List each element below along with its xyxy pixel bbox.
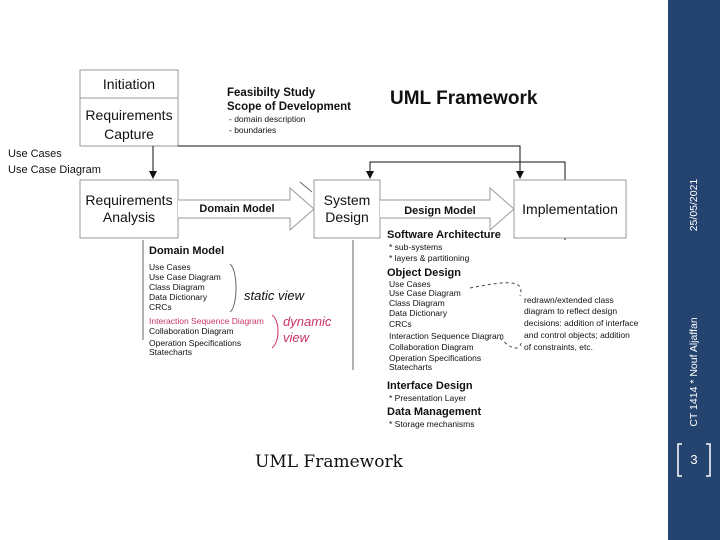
software-architecture-heading: Software Architecture xyxy=(387,229,501,241)
dynamic-view-label-1: dynamic xyxy=(283,314,332,329)
domain-model-item: Interaction Sequence Diagram xyxy=(149,316,264,326)
object-design-item: Collaboration Diagram xyxy=(389,342,474,352)
redrawn-note-line: of constraints, etc. xyxy=(524,342,593,352)
redrawn-note-line: redrawn/extended class xyxy=(524,295,614,305)
design-model-arrow-label: Design Model xyxy=(404,205,476,217)
data-management-item: * Storage mechanisms xyxy=(389,419,475,429)
note-connector-top xyxy=(469,282,522,297)
page-number: 3 xyxy=(690,452,698,467)
requirements-analysis-label-1: Requirements xyxy=(85,192,172,208)
design-model-arrow xyxy=(380,186,515,232)
object-design-item: CRCs xyxy=(389,319,412,329)
object-design-item: Use Cases xyxy=(389,279,431,289)
static-view-label: static view xyxy=(244,288,306,303)
sidebar xyxy=(668,0,720,540)
feasibility-title: Feasibilty Study xyxy=(227,87,316,99)
date-label: 25/05/2021 xyxy=(688,178,700,232)
domain-model-heading: Domain Model xyxy=(149,245,224,257)
dynamic-view-brace xyxy=(271,314,279,349)
object-design-item: Data Dictionary xyxy=(389,308,448,318)
software-architecture-item: * sub-systems xyxy=(389,242,442,252)
implementation-box xyxy=(513,179,627,239)
data-management-heading: Data Management xyxy=(387,406,481,418)
requirements-capture-box xyxy=(79,97,179,147)
interface-design-heading: Interface Design xyxy=(387,380,473,392)
feasibility-item: - domain description xyxy=(229,114,306,124)
domain-model-item: Data Dictionary xyxy=(149,292,208,302)
redrawn-note-line: diagram to reflect design xyxy=(524,306,617,316)
note-connector-bottom xyxy=(499,337,523,349)
object-design-item: Statecharts xyxy=(389,362,432,372)
initiation-label: Initiation xyxy=(103,76,155,92)
domain-model-item: CRCs xyxy=(149,302,172,312)
feasibility-item: - boundaries xyxy=(229,125,276,135)
use-case-diagram-label: Use Case Diagram xyxy=(8,164,101,176)
requirements-capture-label-2: Capture xyxy=(104,126,154,142)
redrawn-note-line: decisions: addition of interface xyxy=(524,318,639,328)
object-design-item: Operation Specifications xyxy=(389,353,481,363)
domain-model-arrow xyxy=(178,186,315,232)
domain-model-item: Use Cases xyxy=(149,262,191,272)
domain-model-item: Operation Specifications xyxy=(149,338,241,348)
system-design-label-2: Design xyxy=(325,209,369,225)
domain-model-item: Collaboration Diagram xyxy=(149,326,234,336)
object-design-item: Use Case Diagram xyxy=(389,288,461,298)
diagram-title: UML Framework xyxy=(390,88,538,109)
scope-title: Scope of Development xyxy=(227,101,351,113)
dynamic-view-label-2: view xyxy=(283,330,311,345)
page-number-badge: 3 xyxy=(674,440,714,480)
analysis-design-connector xyxy=(299,181,313,193)
use-cases-label: Use Cases xyxy=(8,148,62,160)
domain-model-item: Statecharts xyxy=(149,347,192,357)
initiation-box xyxy=(79,69,179,99)
static-view-brace xyxy=(229,263,237,313)
object-design-item: Class Diagram xyxy=(389,298,445,308)
requirements-analysis-label-2: Analysis xyxy=(103,209,155,225)
arrow-feedback-implementation xyxy=(178,145,524,179)
implementation-label: Implementation xyxy=(522,201,618,217)
course-label: CT 1414 * Nouf Aljaffan xyxy=(688,317,700,427)
interface-design-item: * Presentation Layer xyxy=(389,393,466,403)
domain-model-item: Use Case Diagram xyxy=(149,272,221,282)
slide-caption: UML Framework xyxy=(255,452,403,472)
domain-model-arrow-label: Domain Model xyxy=(199,203,274,215)
object-design-item: Interaction Sequence Diagram xyxy=(389,331,504,341)
system-design-label-1: System xyxy=(324,192,371,208)
domain-model-item: Class Diagram xyxy=(149,282,205,292)
requirements-capture-label-1: Requirements xyxy=(85,107,172,123)
software-architecture-item: * layers & partitioning xyxy=(389,253,470,263)
requirements-analysis-box xyxy=(79,179,179,239)
uml-framework-diagram: Initiation Requirements Capture Feasibil… xyxy=(8,69,639,429)
page-bracket-icon xyxy=(677,443,711,477)
redrawn-note-line: and control objects; addition xyxy=(524,330,630,340)
object-design-heading: Object Design xyxy=(387,267,461,279)
